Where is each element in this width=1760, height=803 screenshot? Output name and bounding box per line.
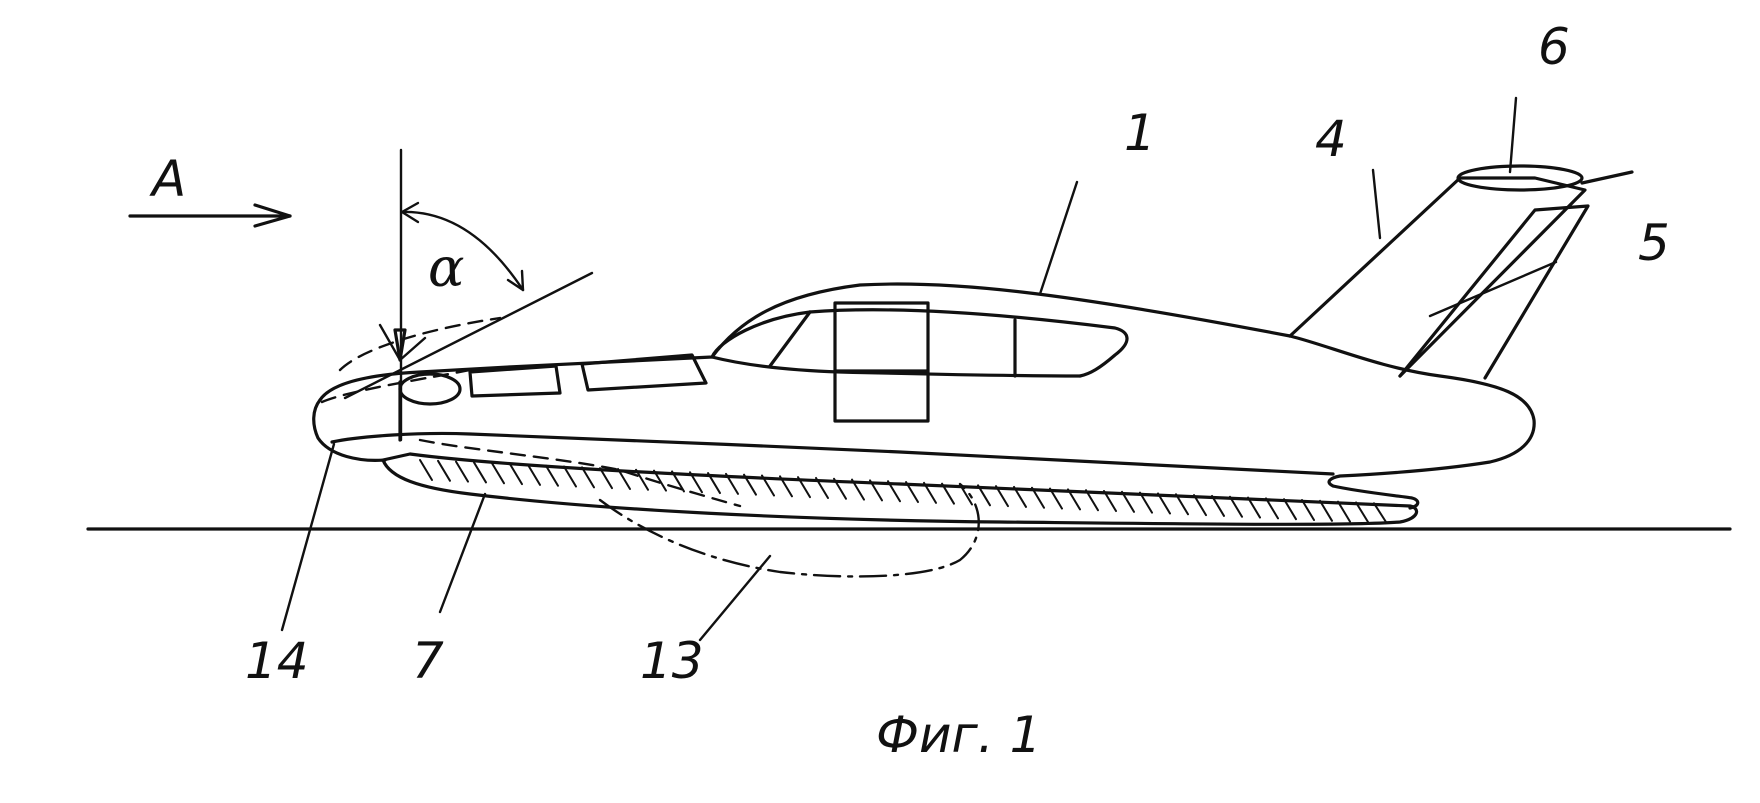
hatch-stroke xyxy=(1085,489,1099,512)
hatch-stroke xyxy=(1247,496,1261,519)
hatch-stroke xyxy=(671,470,685,493)
vertical-fin xyxy=(1288,176,1587,378)
hatch-stroke xyxy=(491,462,505,485)
hatch-stroke xyxy=(959,483,973,506)
hatch-stroke xyxy=(887,480,901,503)
label-body: 1 xyxy=(1124,104,1156,162)
hatch-stroke xyxy=(1139,491,1153,514)
hatch-stroke xyxy=(455,460,469,483)
hatch-stroke xyxy=(923,481,937,504)
hatch-stroke xyxy=(833,477,847,500)
hatch-stroke xyxy=(1193,494,1207,517)
hatch-stroke xyxy=(905,481,919,504)
hatch-stroke xyxy=(1355,501,1369,523)
hatch-stroke xyxy=(761,474,775,497)
hatch-stroke xyxy=(1211,494,1225,517)
leader-lines xyxy=(280,96,1558,642)
propeller-axis-line xyxy=(343,271,594,400)
air-cushion-outline xyxy=(598,482,980,578)
fin-tip xyxy=(1456,164,1634,192)
hatch-stroke xyxy=(1301,499,1315,522)
hatch-stroke xyxy=(1265,497,1279,520)
propeller-assembly xyxy=(320,316,742,508)
rudder xyxy=(1398,204,1590,380)
hatch-stroke xyxy=(1067,488,1081,511)
hatch-stroke xyxy=(1103,490,1117,513)
hatch-stroke xyxy=(815,476,829,499)
hatch-stroke xyxy=(473,461,487,484)
hatch-stroke xyxy=(779,475,793,498)
hatch-stroke xyxy=(419,459,433,481)
hatch-stroke xyxy=(869,479,883,502)
skid xyxy=(381,452,1419,526)
hatch-stroke xyxy=(797,476,811,499)
hatch-stroke xyxy=(1319,499,1333,522)
label-skid: 7 xyxy=(412,632,444,690)
label-cushion: 13 xyxy=(640,632,704,690)
skid-hatching xyxy=(419,459,1387,523)
hatch-stroke xyxy=(617,467,631,490)
hatch-stroke xyxy=(1283,498,1297,521)
hatch-stroke xyxy=(743,473,757,496)
hatch-stroke xyxy=(725,472,739,495)
label-angle: α xyxy=(428,236,464,299)
hatch-stroke xyxy=(977,484,991,507)
hatch-stroke xyxy=(509,463,523,486)
hatch-stroke xyxy=(941,482,955,505)
label-fin: 4 xyxy=(1315,110,1347,168)
label-tip: 6 xyxy=(1538,18,1570,76)
hatch-stroke xyxy=(1337,500,1351,523)
hatch-stroke xyxy=(707,472,721,495)
hatch-stroke xyxy=(1157,492,1171,515)
flow-direction-arrow xyxy=(128,203,292,228)
hatch-stroke xyxy=(1373,502,1387,523)
fuselage xyxy=(312,282,1536,510)
hatch-stroke xyxy=(1229,495,1243,518)
hatch-stroke xyxy=(1013,485,1027,508)
hatch-stroke xyxy=(1121,490,1135,513)
hatch-stroke xyxy=(1175,493,1189,516)
hatch-stroke xyxy=(437,459,451,482)
hatch-stroke xyxy=(563,465,577,488)
figure-caption: Фиг. 1 xyxy=(876,706,1041,764)
label-rudder: 5 xyxy=(1638,214,1670,272)
canopy xyxy=(468,301,1129,423)
label-nose: 14 xyxy=(245,632,309,690)
hatch-stroke xyxy=(995,485,1009,508)
hatch-stroke xyxy=(851,478,865,501)
hatch-stroke xyxy=(635,468,649,491)
hatch-stroke xyxy=(1031,486,1045,509)
label-direction: A xyxy=(149,150,186,208)
hatch-stroke xyxy=(689,471,703,494)
hatch-stroke xyxy=(1049,487,1063,510)
hatch-stroke xyxy=(545,464,559,487)
hatch-stroke xyxy=(527,463,541,486)
angle-alpha-arc xyxy=(400,201,525,292)
hatch-stroke xyxy=(653,469,667,492)
hatch-stroke xyxy=(599,467,613,490)
hatch-stroke xyxy=(581,466,595,489)
